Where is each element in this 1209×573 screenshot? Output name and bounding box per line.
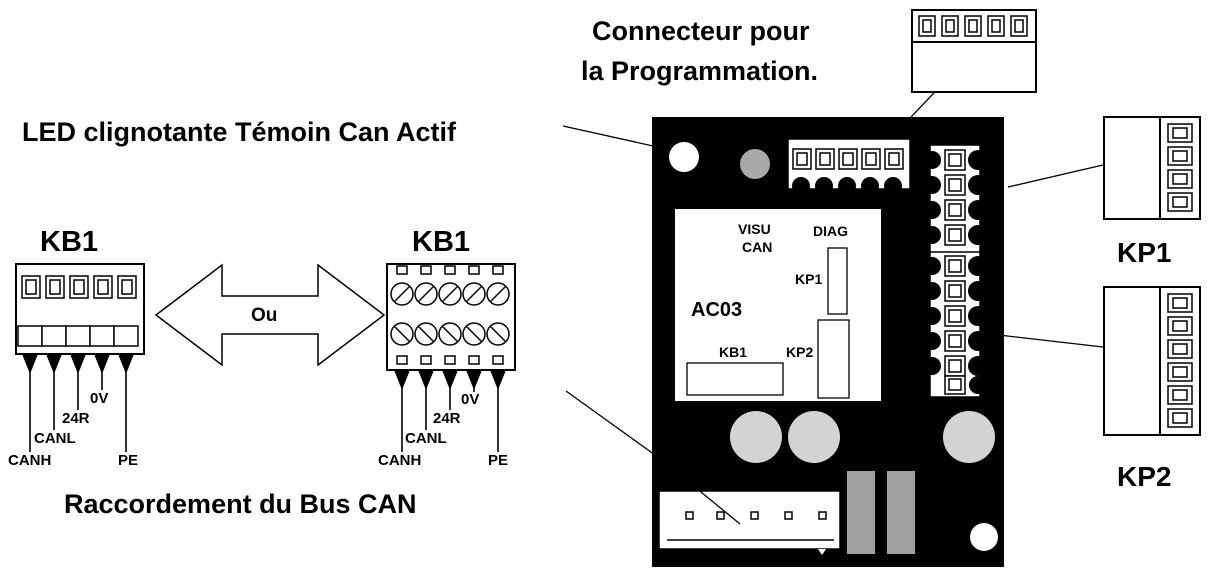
mounting-hole-bottom-right — [970, 523, 998, 551]
kb1-right-pin-pe: PE — [488, 452, 508, 469]
kb1-right-pin-canh: CANH — [378, 452, 421, 469]
kp2-title: KP2 — [1117, 461, 1171, 492]
board-name: AC03 — [691, 299, 742, 321]
prog-connector-label-line2: la Programmation. — [581, 56, 818, 86]
potentiometer-2 — [788, 411, 840, 463]
board-kp2-jumper — [817, 319, 850, 399]
kb1-left-pin-canh: CANH — [8, 452, 51, 469]
kp1-connector — [1103, 116, 1201, 220]
raccordement-label: Raccordement du Bus CAN — [64, 489, 417, 519]
kb1-right-pin-0v: 0V — [461, 391, 479, 408]
kb1-left-pin-0v: 0V — [90, 390, 108, 407]
board-diag-label: DIAG — [813, 223, 848, 239]
board-kb1-jumper — [686, 362, 784, 396]
board-kp2-label: KP2 — [786, 344, 813, 360]
relay-2 — [887, 471, 915, 554]
relay-1 — [847, 471, 875, 554]
or-double-arrow — [154, 263, 386, 367]
board-visu-line1: VISU — [738, 221, 771, 237]
or-label: Ou — [251, 305, 277, 326]
kb1-left-pin-pe: PE — [118, 452, 138, 469]
led-label: LED clignotante Témoin Can Actif — [22, 117, 457, 147]
kb1-left-connector — [15, 263, 145, 452]
board-kp1-jumper — [827, 247, 848, 315]
board-kb1-connector — [658, 490, 841, 555]
mounting-hole-top-left — [669, 142, 699, 172]
board-kp1-label: KP1 — [795, 271, 822, 287]
diag-header — [787, 138, 911, 195]
board-visu-line2: CAN — [742, 239, 772, 255]
prog-connector — [911, 9, 1037, 93]
kb1-right-pin-canl: CANL — [405, 430, 447, 447]
kb1-left-title: KB1 — [40, 226, 98, 258]
potentiometer-3 — [943, 411, 995, 463]
kb1-right-connector — [386, 263, 516, 452]
can-active-led — [740, 149, 770, 179]
kb1-left-pin-24r: 24R — [62, 410, 90, 427]
potentiometer-1 — [730, 411, 782, 463]
kp2-connector — [1103, 286, 1201, 436]
kb1-right-title: KB1 — [412, 226, 470, 258]
leader-line-kb1 — [661, 459, 741, 525]
kb1-left-pin-canl: CANL — [34, 430, 76, 447]
prog-connector-label-line1: Connecteur pour — [592, 16, 810, 46]
board-kp-headers — [923, 144, 988, 398]
kb1-right-pin-24r: 24R — [433, 410, 461, 427]
board-kb1-label: KB1 — [719, 344, 747, 360]
kp1-title: KP1 — [1117, 237, 1171, 268]
ac03-board — [652, 117, 1004, 567]
